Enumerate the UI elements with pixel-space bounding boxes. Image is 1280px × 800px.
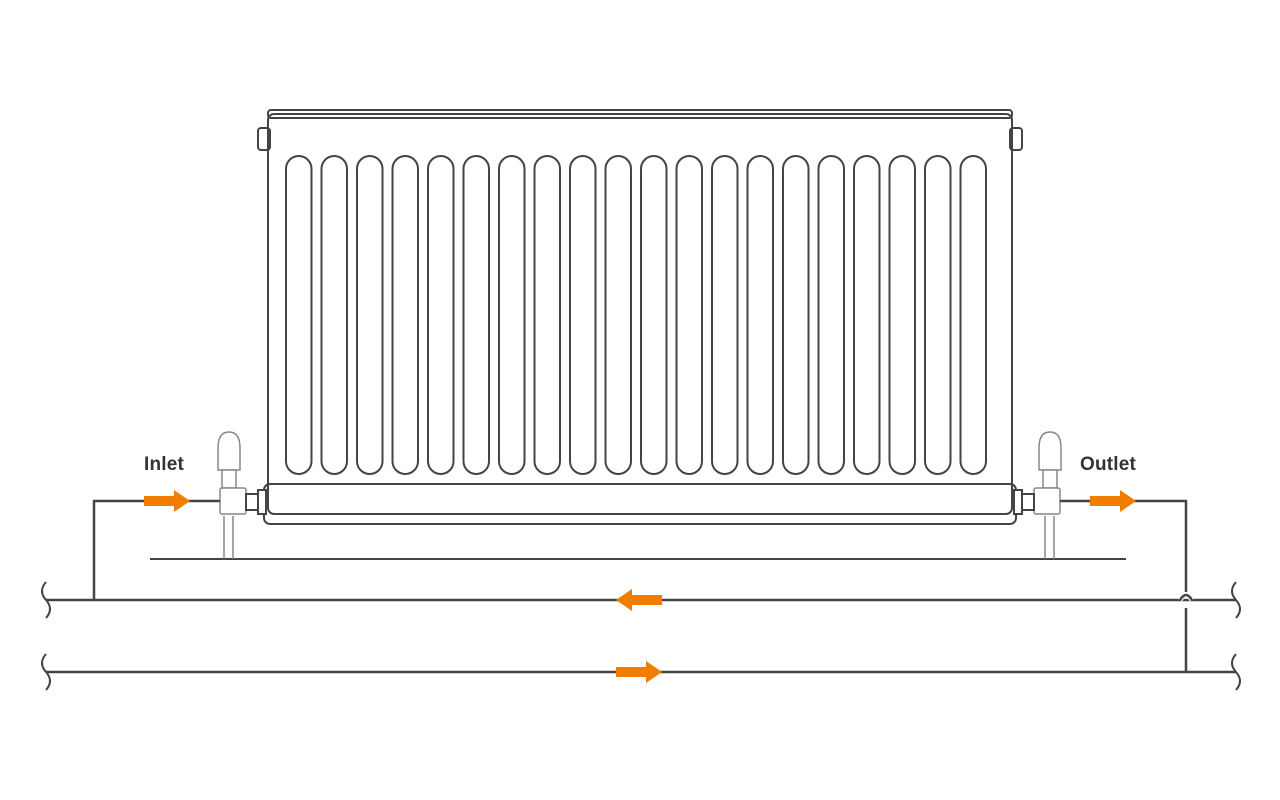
radiator-fin xyxy=(391,155,419,475)
flow-pipe-break-right xyxy=(1231,653,1241,691)
return-pipe-flow-arrow xyxy=(616,589,662,611)
radiator-fin xyxy=(782,155,810,475)
outlet-label: Outlet xyxy=(1080,454,1137,475)
outlet-valve xyxy=(1013,431,1062,559)
flow-arrows xyxy=(144,490,1136,683)
radiator-fin xyxy=(356,155,384,475)
radiator-fin xyxy=(569,155,597,475)
inlet-flow-arrow xyxy=(144,490,190,512)
radiator-fin xyxy=(285,155,313,475)
radiator-fin xyxy=(888,155,916,475)
radiator-fin xyxy=(675,155,703,475)
radiator-fin xyxy=(320,155,348,475)
outlet-pipe xyxy=(1060,499,1188,592)
outlet-flow-arrow xyxy=(1090,490,1136,512)
outlet-valve-head xyxy=(1038,431,1062,471)
radiator-panel xyxy=(267,113,1013,515)
inlet-label: Inlet xyxy=(144,454,185,475)
radiator-fin xyxy=(533,155,561,475)
radiator-bottom-rail xyxy=(263,483,1017,525)
radiator-fin xyxy=(427,155,455,475)
return-pipe-break-right xyxy=(1231,581,1241,619)
radiator xyxy=(257,109,1023,525)
radiator-fin xyxy=(711,155,739,475)
flow-pipe-flow-arrow xyxy=(616,661,662,683)
radiator-fin xyxy=(746,155,774,475)
inlet-valve xyxy=(217,431,267,559)
radiator-fin xyxy=(924,155,952,475)
radiator-fin xyxy=(462,155,490,475)
radiator-top-cap xyxy=(267,109,1013,119)
radiator-fins xyxy=(285,155,987,475)
inlet-valve-head xyxy=(217,431,241,471)
radiator-fin xyxy=(604,155,632,475)
radiator-fin xyxy=(853,155,881,475)
return-pipe-break-left xyxy=(41,581,51,619)
pipe-break-symbols xyxy=(41,581,1241,691)
radiator-fin xyxy=(498,155,526,475)
radiator-left-bleed-cap xyxy=(257,127,271,151)
flow-pipe-break-left xyxy=(41,653,51,691)
radiator-fin xyxy=(817,155,845,475)
inlet-pipe xyxy=(92,499,220,600)
radiator-fin xyxy=(640,155,668,475)
radiator-fin xyxy=(959,155,987,475)
radiator-right-bleed-cap xyxy=(1009,127,1023,151)
